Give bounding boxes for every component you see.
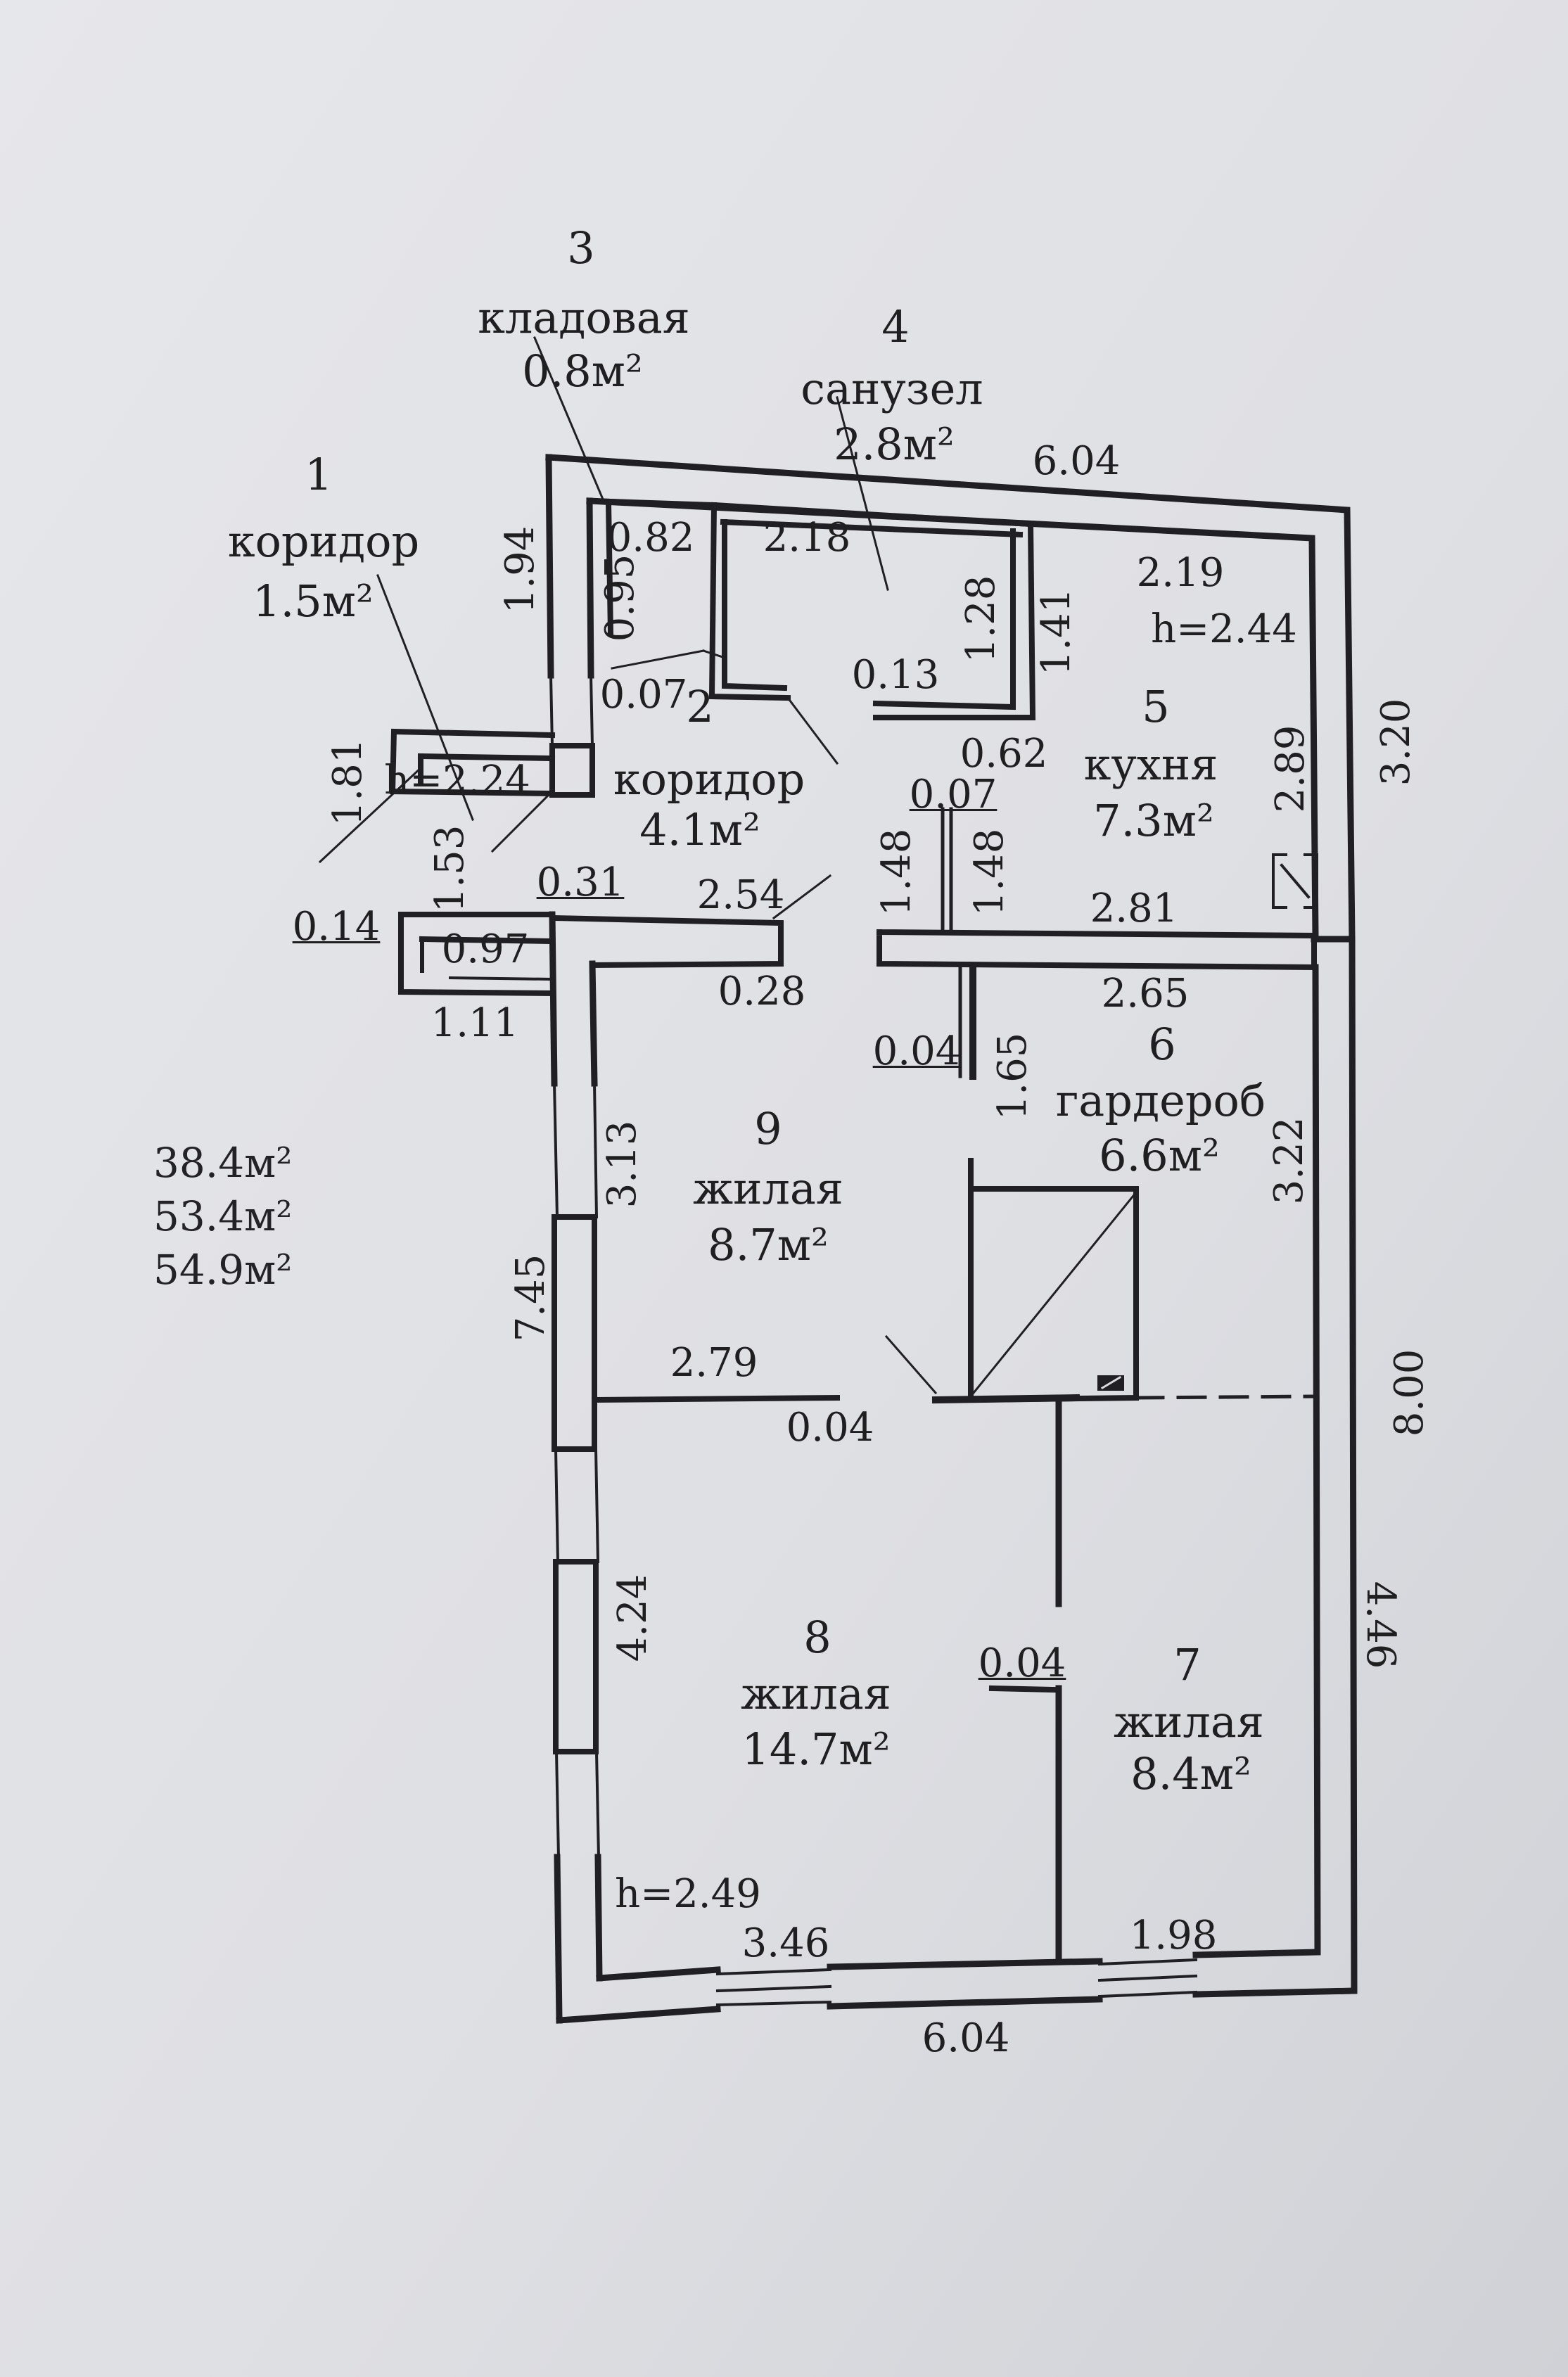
dashed-boundary: [1134, 1394, 1316, 1400]
room-number-1: 1: [305, 449, 333, 500]
dim-0-04-b: 0.04: [786, 1405, 874, 1451]
dim-2-89: 2.89: [1268, 725, 1313, 813]
dim-1-98: 1.98: [1129, 1913, 1218, 1958]
room-area-3: 0.8м²: [522, 345, 643, 397]
dim-3-46: 3.46: [741, 1920, 830, 1966]
dim-2-65: 2.65: [1101, 971, 1190, 1017]
dim-1-48-a: 1.48: [874, 828, 919, 917]
dim-3-13: 3.13: [599, 1120, 645, 1209]
dim-2-18: 2.18: [763, 515, 851, 561]
room-name-4: санузел: [801, 363, 983, 414]
dim-3-22: 3.22: [1266, 1116, 1312, 1205]
stove-symbol: [1272, 853, 1318, 909]
room-number-8: 8: [803, 1612, 831, 1663]
room-area-2: 4.1м²: [639, 804, 760, 855]
dim-0-04-c: 0.04: [978, 1640, 1066, 1686]
dim-1-94: 1.94: [497, 525, 543, 614]
dim-1-53: 1.53: [427, 824, 473, 913]
total-living-area: 38.4м²: [153, 1139, 293, 1187]
room-name-5: кухня: [1083, 739, 1218, 790]
height-living: h=2.49: [615, 1871, 761, 1917]
room-area-7: 8.4м²: [1130, 1748, 1251, 1799]
dim-right-upper: 3.20: [1373, 698, 1419, 786]
room-name-2: коридор: [613, 753, 805, 805]
dim-0-07-a: 0.07: [599, 672, 688, 718]
dim-left-total: 7.45: [508, 1254, 554, 1342]
dim-0-04-a: 0.04: [872, 1028, 961, 1074]
dim-0-95: 0.95: [597, 554, 643, 642]
dim-2-54: 2.54: [696, 872, 785, 918]
room-area-4: 2.8м²: [834, 419, 955, 470]
leader-lines: [318, 336, 1138, 1395]
room-number-2: 2: [686, 681, 714, 732]
dim-0-28: 0.28: [718, 969, 806, 1014]
internal-walls: [551, 497, 1317, 1963]
dim-4-24: 4.24: [610, 1574, 656, 1662]
dim-1-48-b: 1.48: [967, 828, 1012, 917]
dim-0-31: 0.31: [536, 860, 625, 905]
room-name-8: жилая: [741, 1668, 891, 1719]
room-area-1: 1.5м²: [253, 575, 374, 627]
room-number-3: 3: [567, 222, 595, 274]
total-area: 53.4м²: [153, 1192, 293, 1240]
room-name-1: коридор: [227, 516, 420, 567]
dim-1-28: 1.28: [958, 575, 1004, 663]
area-summary: 38.4м² 53.4м² 54.9м²: [153, 1136, 293, 1296]
height-corridor: h=2.24: [384, 758, 530, 803]
room-number-4: 4: [881, 301, 910, 352]
room-name-9: жилая: [693, 1163, 843, 1214]
wall-piers: [549, 743, 599, 1754]
dim-0-13: 0.13: [851, 652, 940, 698]
height-kitchen: h=2.44: [1151, 606, 1297, 652]
dim-1-41: 1.41: [1033, 587, 1079, 676]
room-name-7: жилая: [1114, 1696, 1264, 1747]
dim-0-07-b: 0.07: [909, 772, 997, 817]
room-area-6: 6.6м²: [1099, 1130, 1220, 1181]
dim-top-total: 6.04: [1032, 438, 1121, 484]
dim-0-97: 0.97: [441, 926, 530, 972]
room-number-7: 7: [1173, 1639, 1202, 1690]
room-number-9: 9: [754, 1103, 782, 1154]
room-number-5: 5: [1142, 681, 1170, 732]
dim-0-82: 0.82: [606, 515, 695, 561]
porch: [389, 728, 556, 997]
dim-right-total: 8.00: [1387, 1349, 1432, 1437]
outer-walls: [545, 454, 1358, 2024]
dim-2-81: 2.81: [1090, 886, 1178, 931]
room-name-3: кладовая: [478, 292, 690, 343]
room-area-9: 8.7м²: [708, 1219, 829, 1270]
dim-1-65: 1.65: [990, 1032, 1035, 1121]
dim-bottom-total: 6.04: [922, 2015, 1010, 2061]
dim-2-79: 2.79: [670, 1340, 758, 1386]
dim-1-11: 1.11: [431, 1000, 519, 1046]
dim-0-14: 0.14: [292, 904, 381, 950]
dim-2-19: 2.19: [1136, 550, 1225, 596]
room-area-5: 7.3м²: [1093, 795, 1214, 846]
dim-1-81: 1.81: [325, 738, 371, 827]
dim-0-62: 0.62: [960, 731, 1048, 777]
room-number-6: 6: [1148, 1019, 1176, 1070]
windows: [549, 673, 1198, 2007]
room-name-6: гардероб: [1055, 1075, 1266, 1126]
dim-right-lower: 4.46: [1358, 1581, 1403, 1669]
total-area-with-porch: 54.9м²: [153, 1246, 293, 1294]
room-area-8: 14.7м²: [741, 1723, 891, 1775]
